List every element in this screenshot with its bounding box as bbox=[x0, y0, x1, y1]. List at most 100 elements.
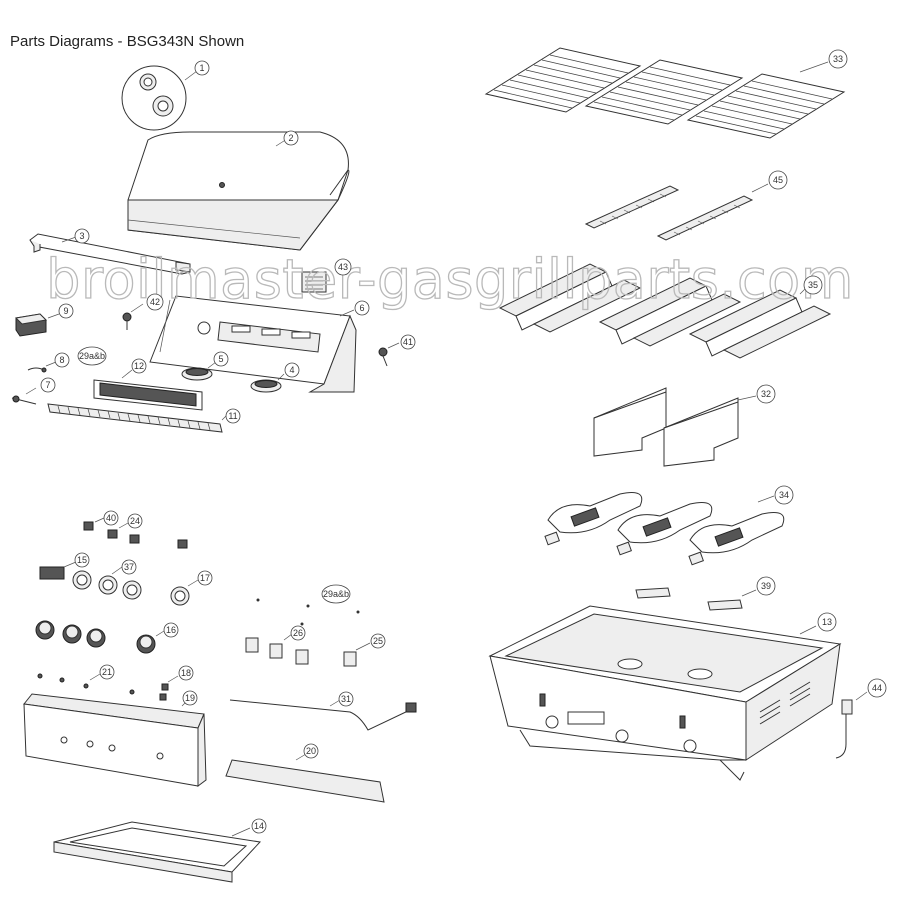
callout-circle bbox=[290, 625, 306, 641]
part-41-electrode bbox=[378, 342, 400, 367]
callout-label: 5 bbox=[218, 354, 223, 364]
callout-32: 32 bbox=[756, 384, 776, 404]
callout-label: 34 bbox=[779, 490, 789, 500]
callout-circle bbox=[197, 570, 213, 586]
callout-3: 3 bbox=[74, 228, 90, 244]
callout-circle bbox=[178, 665, 194, 681]
callout-circle bbox=[400, 334, 416, 350]
callout-label: 24 bbox=[130, 516, 140, 526]
callout-31: 31 bbox=[338, 691, 354, 707]
callout-circle bbox=[354, 300, 370, 316]
callout-11: 11 bbox=[225, 408, 241, 424]
callout-8: 8 bbox=[54, 352, 70, 368]
callout-label: 41 bbox=[403, 337, 413, 347]
callout-label: 17 bbox=[200, 573, 210, 583]
callout-circle bbox=[284, 362, 300, 378]
part-19-control-panel bbox=[23, 693, 207, 787]
part-29ab-screws bbox=[256, 598, 360, 626]
callout-circle bbox=[103, 510, 119, 526]
part-40-24-knob-clips bbox=[83, 517, 188, 549]
callout-circle bbox=[74, 552, 90, 568]
callout-circle bbox=[121, 559, 137, 575]
callout-circle bbox=[334, 258, 352, 276]
callout-label: 42 bbox=[150, 297, 160, 307]
callout-label: 15 bbox=[77, 555, 87, 565]
callout-label: 39 bbox=[761, 581, 771, 591]
callout-label: 14 bbox=[254, 821, 264, 831]
callout-circle bbox=[58, 303, 74, 319]
callout-circle bbox=[163, 622, 179, 638]
callout-41: 41 bbox=[400, 334, 416, 350]
part-34-burners bbox=[544, 492, 785, 566]
callout-9: 9 bbox=[58, 303, 74, 319]
callout-5: 5 bbox=[213, 351, 229, 367]
part-7-wire bbox=[11, 387, 37, 405]
callout-16: 16 bbox=[163, 622, 179, 638]
callout-label: 18 bbox=[181, 668, 191, 678]
callout-label: 33 bbox=[833, 54, 843, 64]
part-1-thermometer bbox=[121, 65, 198, 131]
callout-label: 35 bbox=[808, 280, 818, 290]
callout-45: 45 bbox=[768, 170, 788, 190]
part-5-light-bezel bbox=[181, 361, 217, 381]
callout-circle bbox=[283, 130, 299, 146]
part-16-control-knobs bbox=[35, 620, 165, 654]
callout-circle bbox=[146, 293, 164, 311]
callout-circle bbox=[194, 60, 210, 76]
part-17-bezel bbox=[170, 579, 199, 606]
part-4-light-bezel bbox=[250, 373, 285, 393]
callout-6: 6 bbox=[354, 300, 370, 316]
callout-33: 33 bbox=[828, 49, 848, 69]
callout-label: 8 bbox=[59, 355, 64, 365]
callout-circle bbox=[774, 485, 794, 505]
callout-29ab-top: 29a&b bbox=[77, 346, 107, 366]
callout-label: 16 bbox=[166, 625, 176, 635]
callout-19: 19 bbox=[182, 690, 198, 706]
part-44-gas-valve-pipe bbox=[835, 691, 868, 759]
callout-circle bbox=[338, 691, 354, 707]
callout-26: 26 bbox=[290, 625, 306, 641]
callout-circle bbox=[54, 352, 70, 368]
part-15-logo-plate bbox=[39, 561, 77, 580]
callout-14: 14 bbox=[251, 818, 267, 834]
part-9-battery-box bbox=[14, 313, 60, 337]
callout-circle bbox=[77, 346, 107, 366]
watermark: broilmaster-gasgrillparts.com bbox=[46, 248, 854, 311]
callout-circle bbox=[213, 351, 229, 367]
callout-circle bbox=[182, 690, 198, 706]
part-3-handle bbox=[29, 233, 191, 275]
callout-layer: 1234342694129a&b125847113345353234391344… bbox=[40, 49, 887, 834]
callout-label: 43 bbox=[338, 262, 348, 272]
callout-circle bbox=[817, 612, 837, 632]
part-11-warming-rack bbox=[47, 403, 227, 433]
callout-35: 35 bbox=[803, 275, 823, 295]
callout-42: 42 bbox=[146, 293, 164, 311]
callout-label: 37 bbox=[124, 562, 134, 572]
callout-circle bbox=[40, 377, 56, 393]
part-37-bezels bbox=[72, 566, 142, 600]
part-26-valves bbox=[245, 633, 309, 665]
callout-circle bbox=[828, 49, 848, 69]
callout-circle bbox=[303, 743, 319, 759]
callout-17: 17 bbox=[197, 570, 213, 586]
callout-circle bbox=[321, 584, 351, 604]
callout-25: 25 bbox=[370, 633, 386, 649]
part-6-control-panel-frame bbox=[149, 295, 357, 393]
callout-7: 7 bbox=[40, 377, 56, 393]
callout-circle bbox=[99, 664, 115, 680]
part-20-heat-shield bbox=[225, 753, 385, 803]
callout-label: 3 bbox=[79, 231, 84, 241]
part-14-drip-tray bbox=[53, 821, 262, 883]
part-35-flame-tamers bbox=[498, 263, 832, 359]
callout-label: 12 bbox=[134, 361, 144, 371]
callout-label: 13 bbox=[822, 617, 832, 627]
callout-circle bbox=[756, 384, 776, 404]
callout-label: 7 bbox=[45, 380, 50, 390]
callout-label: 29a&b bbox=[79, 351, 105, 361]
callout-circle bbox=[131, 358, 147, 374]
callout-label: 26 bbox=[293, 628, 303, 638]
part-43-vent bbox=[301, 271, 327, 293]
part-42-ignitor bbox=[122, 303, 144, 330]
callout-37: 37 bbox=[121, 559, 137, 575]
